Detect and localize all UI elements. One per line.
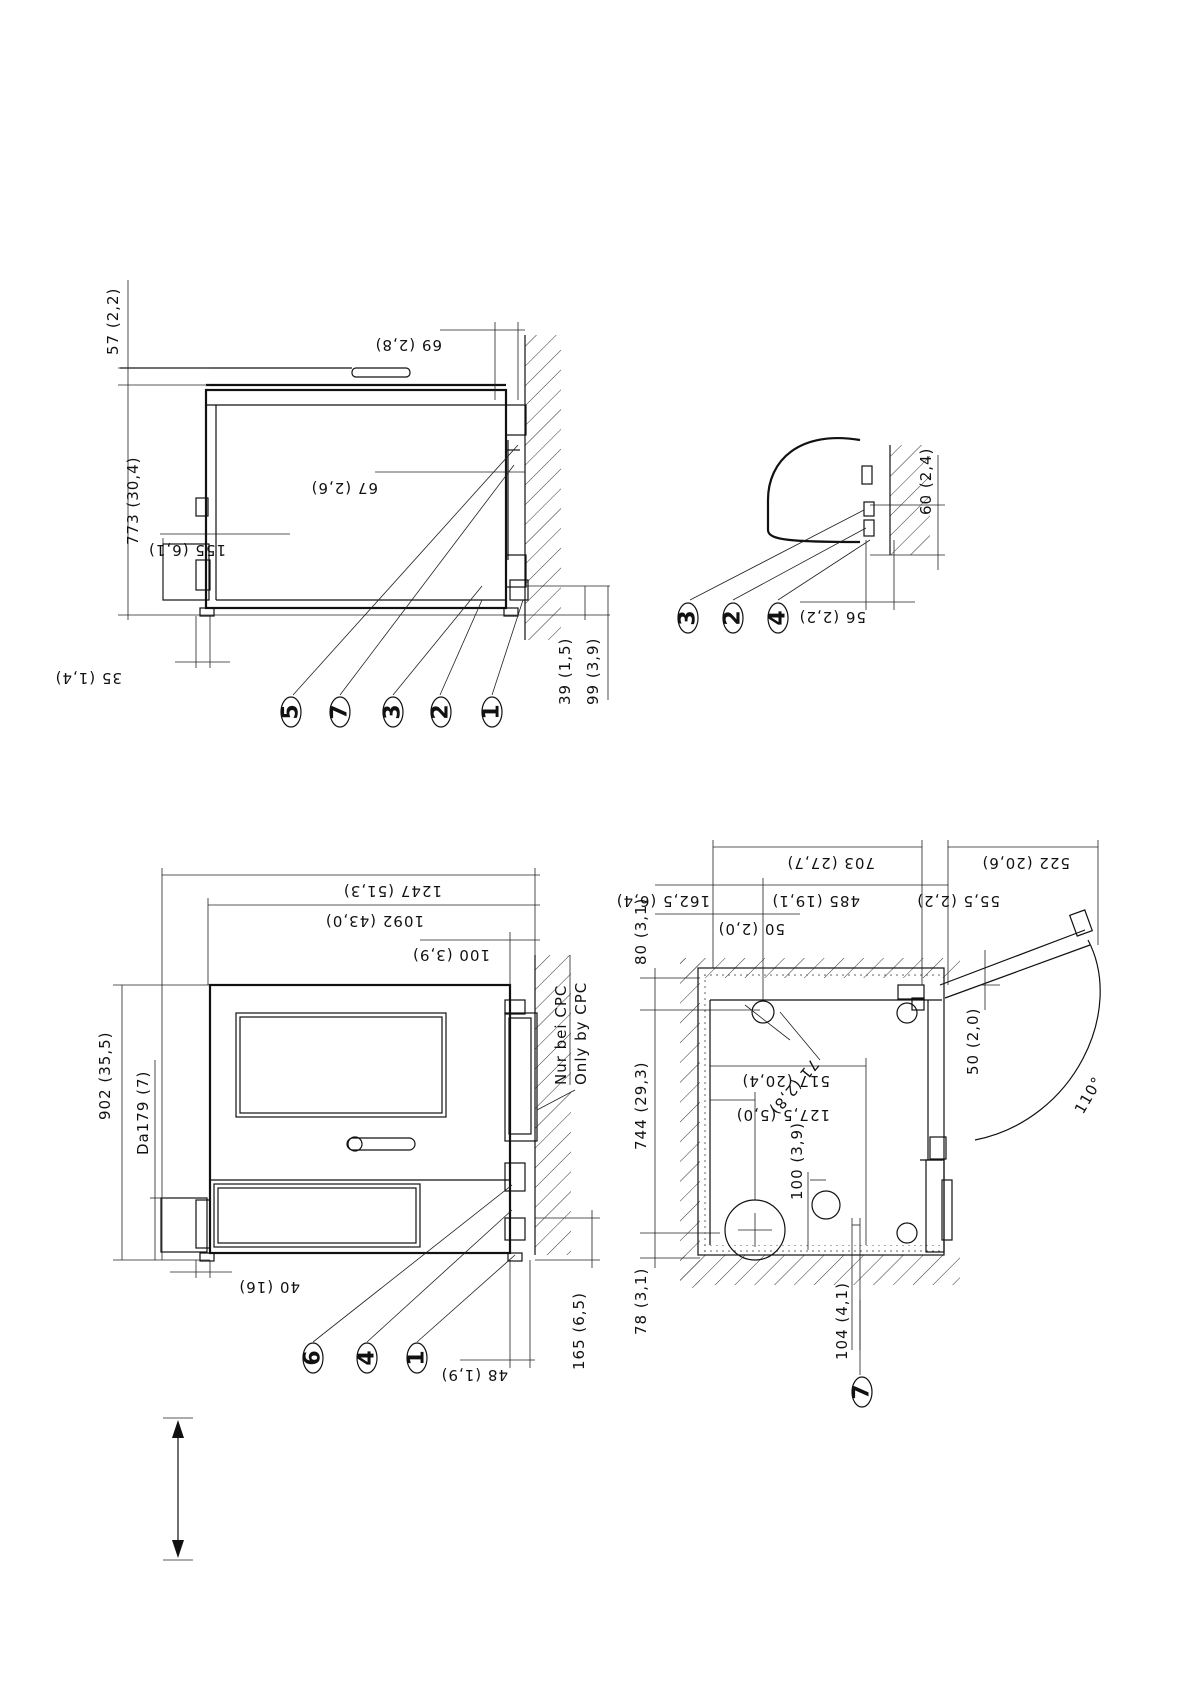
dim-50-right: 50 (2,0) <box>964 1008 982 1075</box>
side-callout-7: 7 <box>328 696 353 728</box>
front-control-panel <box>213 1183 421 1248</box>
dim-485: 485 (19,1) <box>771 892 860 910</box>
dim-78: 78 (3,1) <box>632 1268 650 1335</box>
dim-100: 100 (3,9) <box>412 946 490 964</box>
svg-text:1: 1 <box>480 704 505 719</box>
dim-angle-110: 110° <box>1071 1073 1107 1117</box>
dim-517: 517 (20,4) <box>741 1072 830 1090</box>
orientation-arrow <box>163 1417 193 1561</box>
dim-902: 902 (35,5) <box>96 1031 114 1120</box>
dim-35: 35 (1,4) <box>55 669 122 687</box>
dim-39: 39 (1,5) <box>556 638 574 705</box>
svg-text:3: 3 <box>676 610 701 625</box>
svg-text:5: 5 <box>279 704 304 719</box>
side-view-wall-hatch <box>525 335 561 640</box>
side-view: 57 (2,2) 69 (2,8) 773 (30,4) 67 (2,6) 15… <box>55 280 610 728</box>
detail-callout-3: 3 <box>676 602 701 634</box>
side-callout-3: 3 <box>381 696 406 728</box>
dim-703: 703 (27,7) <box>786 854 875 872</box>
front-view: 1247 (51,3) 1092 (43,0) 100 (3,9) 902 (3… <box>96 868 600 1384</box>
dim-99: 99 (3,9) <box>584 638 602 705</box>
detail-view: 60 (2,4) 56 (2,2) 3 2 4 <box>676 437 945 634</box>
dim-56: 56 (2,2) <box>799 608 866 626</box>
dim-165: 165 (6,5) <box>570 1292 588 1370</box>
plan-wall-left <box>680 958 700 1288</box>
svg-text:4: 4 <box>355 1350 380 1365</box>
side-callout-1: 1 <box>480 696 505 728</box>
dim-100-plan: 100 (3,9) <box>788 1122 806 1200</box>
svg-text:7: 7 <box>850 1384 875 1399</box>
dim-104: 104 (4,1) <box>833 1282 851 1360</box>
detail-callout-4: 4 <box>766 602 791 634</box>
plan-callout-7: 7 <box>850 1376 875 1408</box>
dim-57: 57 (2,2) <box>104 288 122 355</box>
dim-1275: 127,5 (5,0) <box>736 1106 830 1124</box>
side-view-appliance-body <box>204 388 508 610</box>
dim-1247: 1247 (51,3) <box>343 882 442 900</box>
plan-view: 522 (20,6) 703 (27,7) 162,5 (6,4) 485 (1… <box>616 840 1107 1408</box>
dim-40: 40 (16) <box>238 1278 300 1296</box>
label-cpc-en: Only by CPC <box>572 982 590 1085</box>
plan-appliance-footprint <box>697 967 945 1256</box>
dim-69: 69 (2,8) <box>375 336 442 354</box>
side-callout-5: 5 <box>279 696 304 728</box>
dim-744: 744 (29,3) <box>632 1061 650 1150</box>
front-callout-1: 1 <box>405 1342 430 1374</box>
detail-callout-2: 2 <box>721 602 746 634</box>
svg-text:3: 3 <box>381 704 406 719</box>
svg-text:2: 2 <box>721 610 746 625</box>
detail-wall-hatch <box>890 445 930 555</box>
dim-60: 60 (2,4) <box>917 448 935 515</box>
dim-48: 48 (1,9) <box>441 1366 508 1384</box>
front-oven-window <box>235 1012 447 1118</box>
dim-67: 67 (2,6) <box>311 479 378 497</box>
dim-155: 155 (6,1) <box>148 541 226 559</box>
plan-wall-bottom <box>680 1255 960 1285</box>
svg-text:1: 1 <box>405 1350 430 1365</box>
svg-text:4: 4 <box>766 610 791 625</box>
dim-522: 522 (20,6) <box>981 854 1070 872</box>
front-oven-handle <box>346 1137 416 1151</box>
side-callout-2: 2 <box>429 696 454 728</box>
front-callout-4: 4 <box>355 1342 380 1374</box>
plan-connection-mid <box>811 1190 841 1220</box>
svg-text:2: 2 <box>429 704 454 719</box>
detail-appliance-outline <box>766 437 861 544</box>
dim-80: 80 (3,1) <box>632 898 650 965</box>
plan-connection-top <box>751 1000 775 1024</box>
dim-555: 55,5 (2,2) <box>916 892 1000 910</box>
dim-50-top: 50 (2,0) <box>718 920 785 938</box>
dim-1625: 162,5 (6,4) <box>616 892 710 910</box>
front-callout-6: 6 <box>301 1342 326 1374</box>
svg-text:6: 6 <box>301 1350 326 1365</box>
front-oven-body <box>208 983 512 1255</box>
dim-179: Da179 (7) <box>134 1071 152 1155</box>
dim-773: 773 (30,4) <box>124 456 142 545</box>
label-cpc-de: Nur bei CPC <box>552 985 570 1085</box>
svg-text:7: 7 <box>328 704 353 719</box>
front-wall-hatch <box>535 955 571 1255</box>
dim-1092: 1092 (43,0) <box>325 912 424 930</box>
